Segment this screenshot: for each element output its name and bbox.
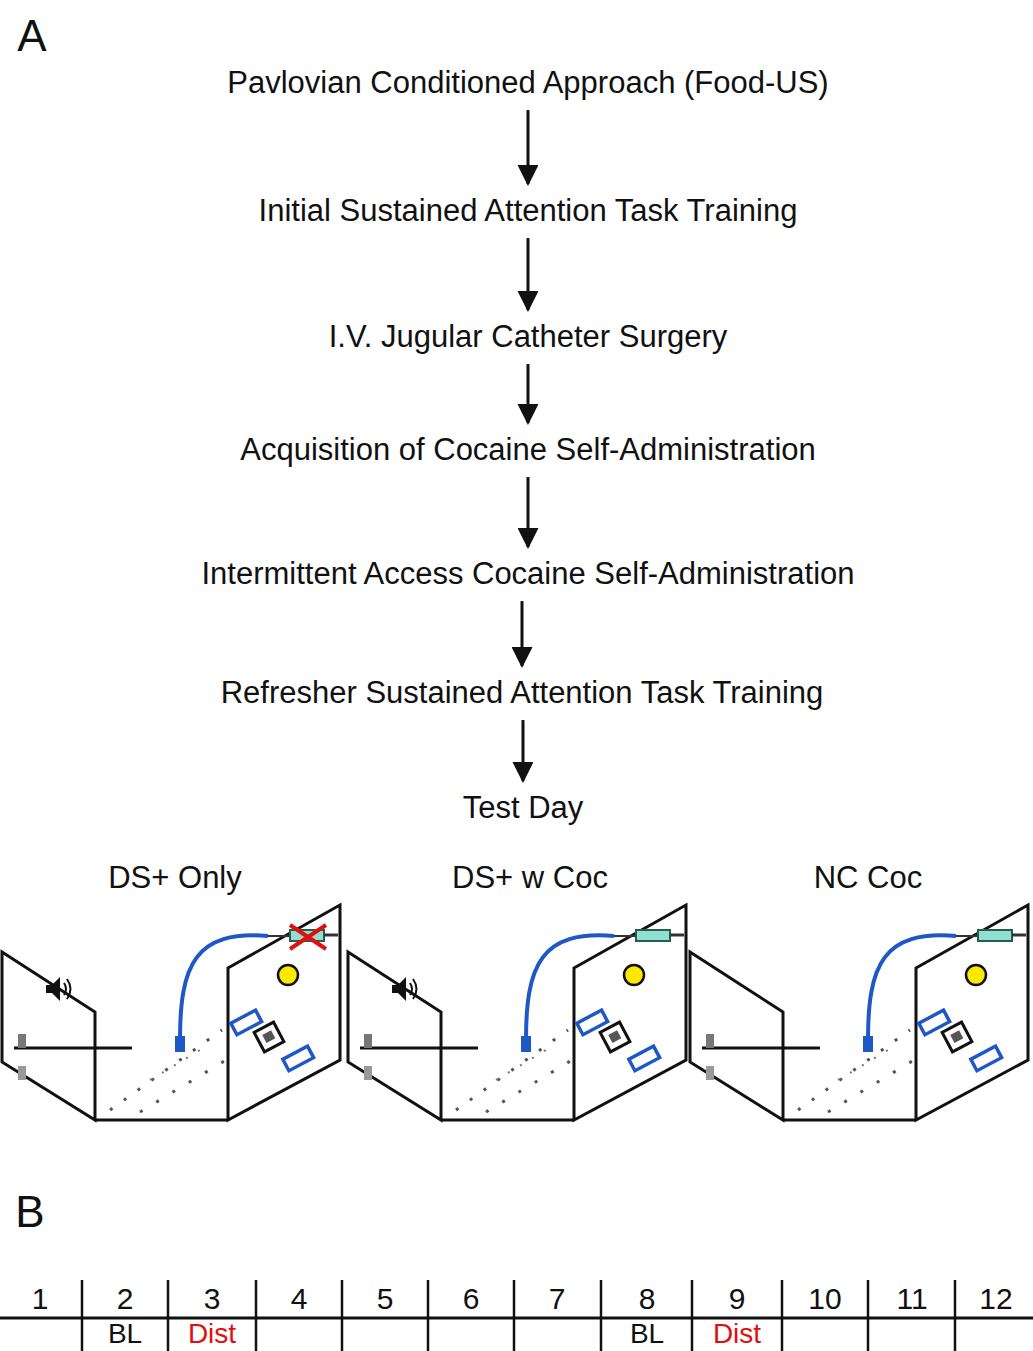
session-number: 12 bbox=[979, 1284, 1012, 1314]
condition-label: DS+ Only bbox=[108, 862, 242, 893]
step-text: Pavlovian Conditioned Approach (Food-US) bbox=[227, 66, 828, 100]
condition-label: NC Coc bbox=[814, 862, 923, 893]
step-text: Refresher Sustained Attention Task Train… bbox=[221, 676, 824, 710]
session-number: 10 bbox=[808, 1284, 841, 1314]
step-text: I.V. Jugular Catheter Surgery bbox=[329, 320, 728, 354]
flow-arrow bbox=[521, 601, 524, 666]
process-step: Refresher Sustained Attention Task Train… bbox=[215, 666, 830, 720]
flow-arrow bbox=[521, 720, 524, 781]
session-number: 5 bbox=[377, 1284, 394, 1314]
flow-arrow bbox=[526, 364, 529, 423]
step-text: Initial Sustained Attention Task Trainin… bbox=[259, 194, 798, 228]
session-number: 2 bbox=[117, 1284, 134, 1314]
session-tag: Dist bbox=[713, 1320, 761, 1348]
flow-arrow bbox=[526, 238, 529, 310]
session-tag: BL bbox=[108, 1320, 142, 1348]
session-number: 4 bbox=[291, 1284, 308, 1314]
session-number: 8 bbox=[639, 1284, 656, 1314]
process-step: I.V. Jugular Catheter Surgery bbox=[323, 310, 734, 364]
step-text: Acquisition of Cocaine Self-Administrati… bbox=[240, 433, 816, 467]
process-step: Initial Sustained Attention Task Trainin… bbox=[253, 184, 804, 238]
session-number: 1 bbox=[32, 1284, 49, 1314]
process-step: Test Day bbox=[457, 781, 590, 835]
flow-arrow bbox=[526, 110, 529, 184]
panel-letter: B bbox=[15, 1190, 44, 1234]
panel-letter: A bbox=[17, 14, 46, 58]
process-step: Acquisition of Cocaine Self-Administrati… bbox=[234, 423, 822, 477]
session-number: 11 bbox=[896, 1284, 927, 1314]
flow-arrow bbox=[527, 477, 530, 547]
process-step: Intermittent Access Cocaine Self-Adminis… bbox=[196, 547, 861, 601]
session-number: 6 bbox=[463, 1284, 480, 1314]
condition-label: DS+ w Coc bbox=[452, 862, 608, 893]
process-step: Pavlovian Conditioned Approach (Food-US) bbox=[221, 56, 834, 110]
session-number: 7 bbox=[549, 1284, 566, 1314]
session-number: 9 bbox=[729, 1284, 746, 1314]
session-tag: BL bbox=[630, 1320, 664, 1348]
step-text: Test Day bbox=[463, 791, 584, 825]
step-text: Intermittent Access Cocaine Self-Adminis… bbox=[202, 557, 855, 591]
session-tag: Dist bbox=[188, 1320, 236, 1348]
session-number: 3 bbox=[204, 1284, 221, 1314]
